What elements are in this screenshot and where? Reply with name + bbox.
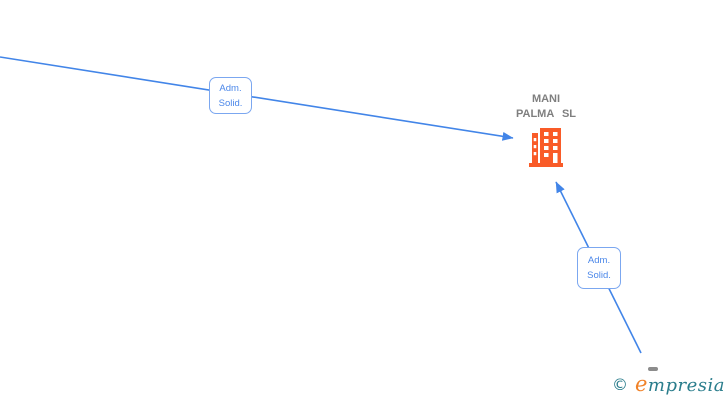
edge-label-text-line2: Solid. [587, 270, 611, 281]
edge-label-text-line1: Adm. [219, 82, 242, 94]
logo-letters-rest: mpresia [647, 375, 725, 396]
empresia-watermark: © empresia [612, 372, 725, 396]
edge-label-text-line1: Adm. [587, 255, 611, 266]
company-name-line1: MANI [531, 93, 561, 105]
cutoff-node-fragment [648, 367, 658, 371]
edge-line-1 [0, 56, 514, 141]
edge-label-text-line2: Solid. [218, 97, 243, 109]
edge-label-adm-solid-1[interactable]: Adm. Solid. [209, 77, 252, 114]
empresia-logo-text: empresia [635, 372, 725, 396]
company-name: MANI PALMA SL [516, 92, 576, 122]
copyright-icon: © [611, 374, 628, 394]
building-icon [529, 128, 563, 167]
company-name-line2: PALMA SL [516, 108, 576, 120]
edge-label-adm-solid-2[interactable]: Adm. Solid. [577, 247, 621, 289]
company-node-mani-palma-sl[interactable]: MANI PALMA SL [466, 92, 626, 167]
logo-letter-e: e [634, 372, 648, 396]
